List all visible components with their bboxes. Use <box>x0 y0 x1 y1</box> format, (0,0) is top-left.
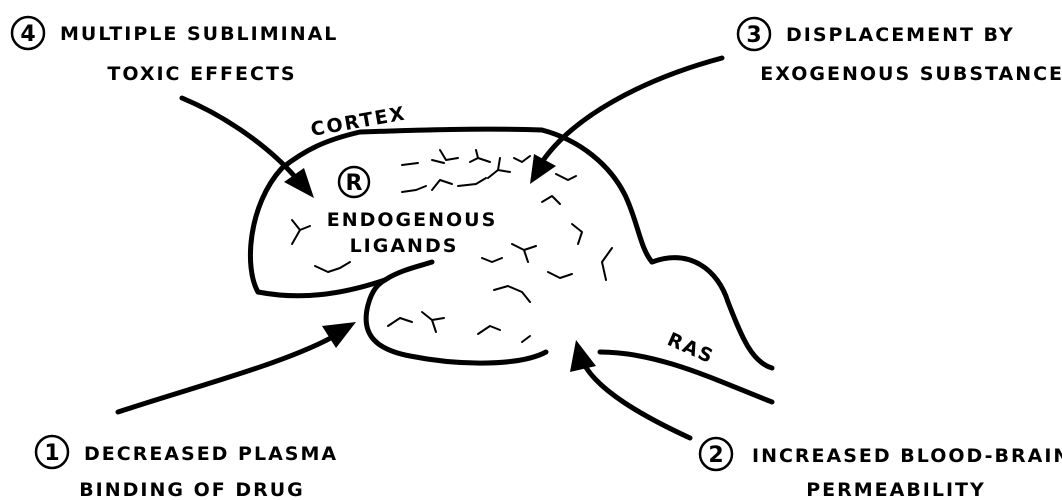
arrow-factor-4 <box>182 98 314 198</box>
receptor-marker: R <box>339 167 369 197</box>
factor-4-number: 4 <box>20 22 35 47</box>
endogenous-ligands-line2: LIGANDS <box>350 235 459 257</box>
factor-4-line2: TOXIC EFFECTS <box>107 63 296 85</box>
receptor-symbol: R <box>346 171 363 196</box>
factor-1-line2: BINDING OF DRUG <box>79 479 305 500</box>
arrow-factor-3 <box>530 58 722 184</box>
factor-3-line2: EXOGENOUS SUBSTANCES <box>760 63 1062 85</box>
factor-4: 4 MULTIPLE SUBLIMINAL TOXIC EFFECTS <box>12 17 338 85</box>
factor-3-line1: DISPLACEMENT BY <box>786 24 1015 46</box>
factor-1-line1: DECREASED PLASMA <box>84 443 338 465</box>
factor-4-line1: MULTIPLE SUBLIMINAL <box>60 23 338 45</box>
factor-1-number: 1 <box>44 441 59 466</box>
factor-2-number: 2 <box>708 443 723 468</box>
factor-2-line1: INCREASED BLOOD-BRAIN <box>752 445 1062 467</box>
cortex-label: CORTEX <box>309 103 408 141</box>
factor-3-number: 3 <box>746 23 761 48</box>
endogenous-ligands-line1: ENDOGENOUS <box>327 209 498 231</box>
factor-3: 3 DISPLACEMENT BY EXOGENOUS SUBSTANCES <box>738 18 1062 85</box>
factor-2-line2: PERMEABILITY <box>806 479 986 500</box>
factor-2: 2 INCREASED BLOOD-BRAIN PERMEABILITY <box>700 438 1062 500</box>
arrow-factor-1 <box>118 322 356 412</box>
factor-1: 1 DECREASED PLASMA BINDING OF DRUG <box>36 436 338 500</box>
